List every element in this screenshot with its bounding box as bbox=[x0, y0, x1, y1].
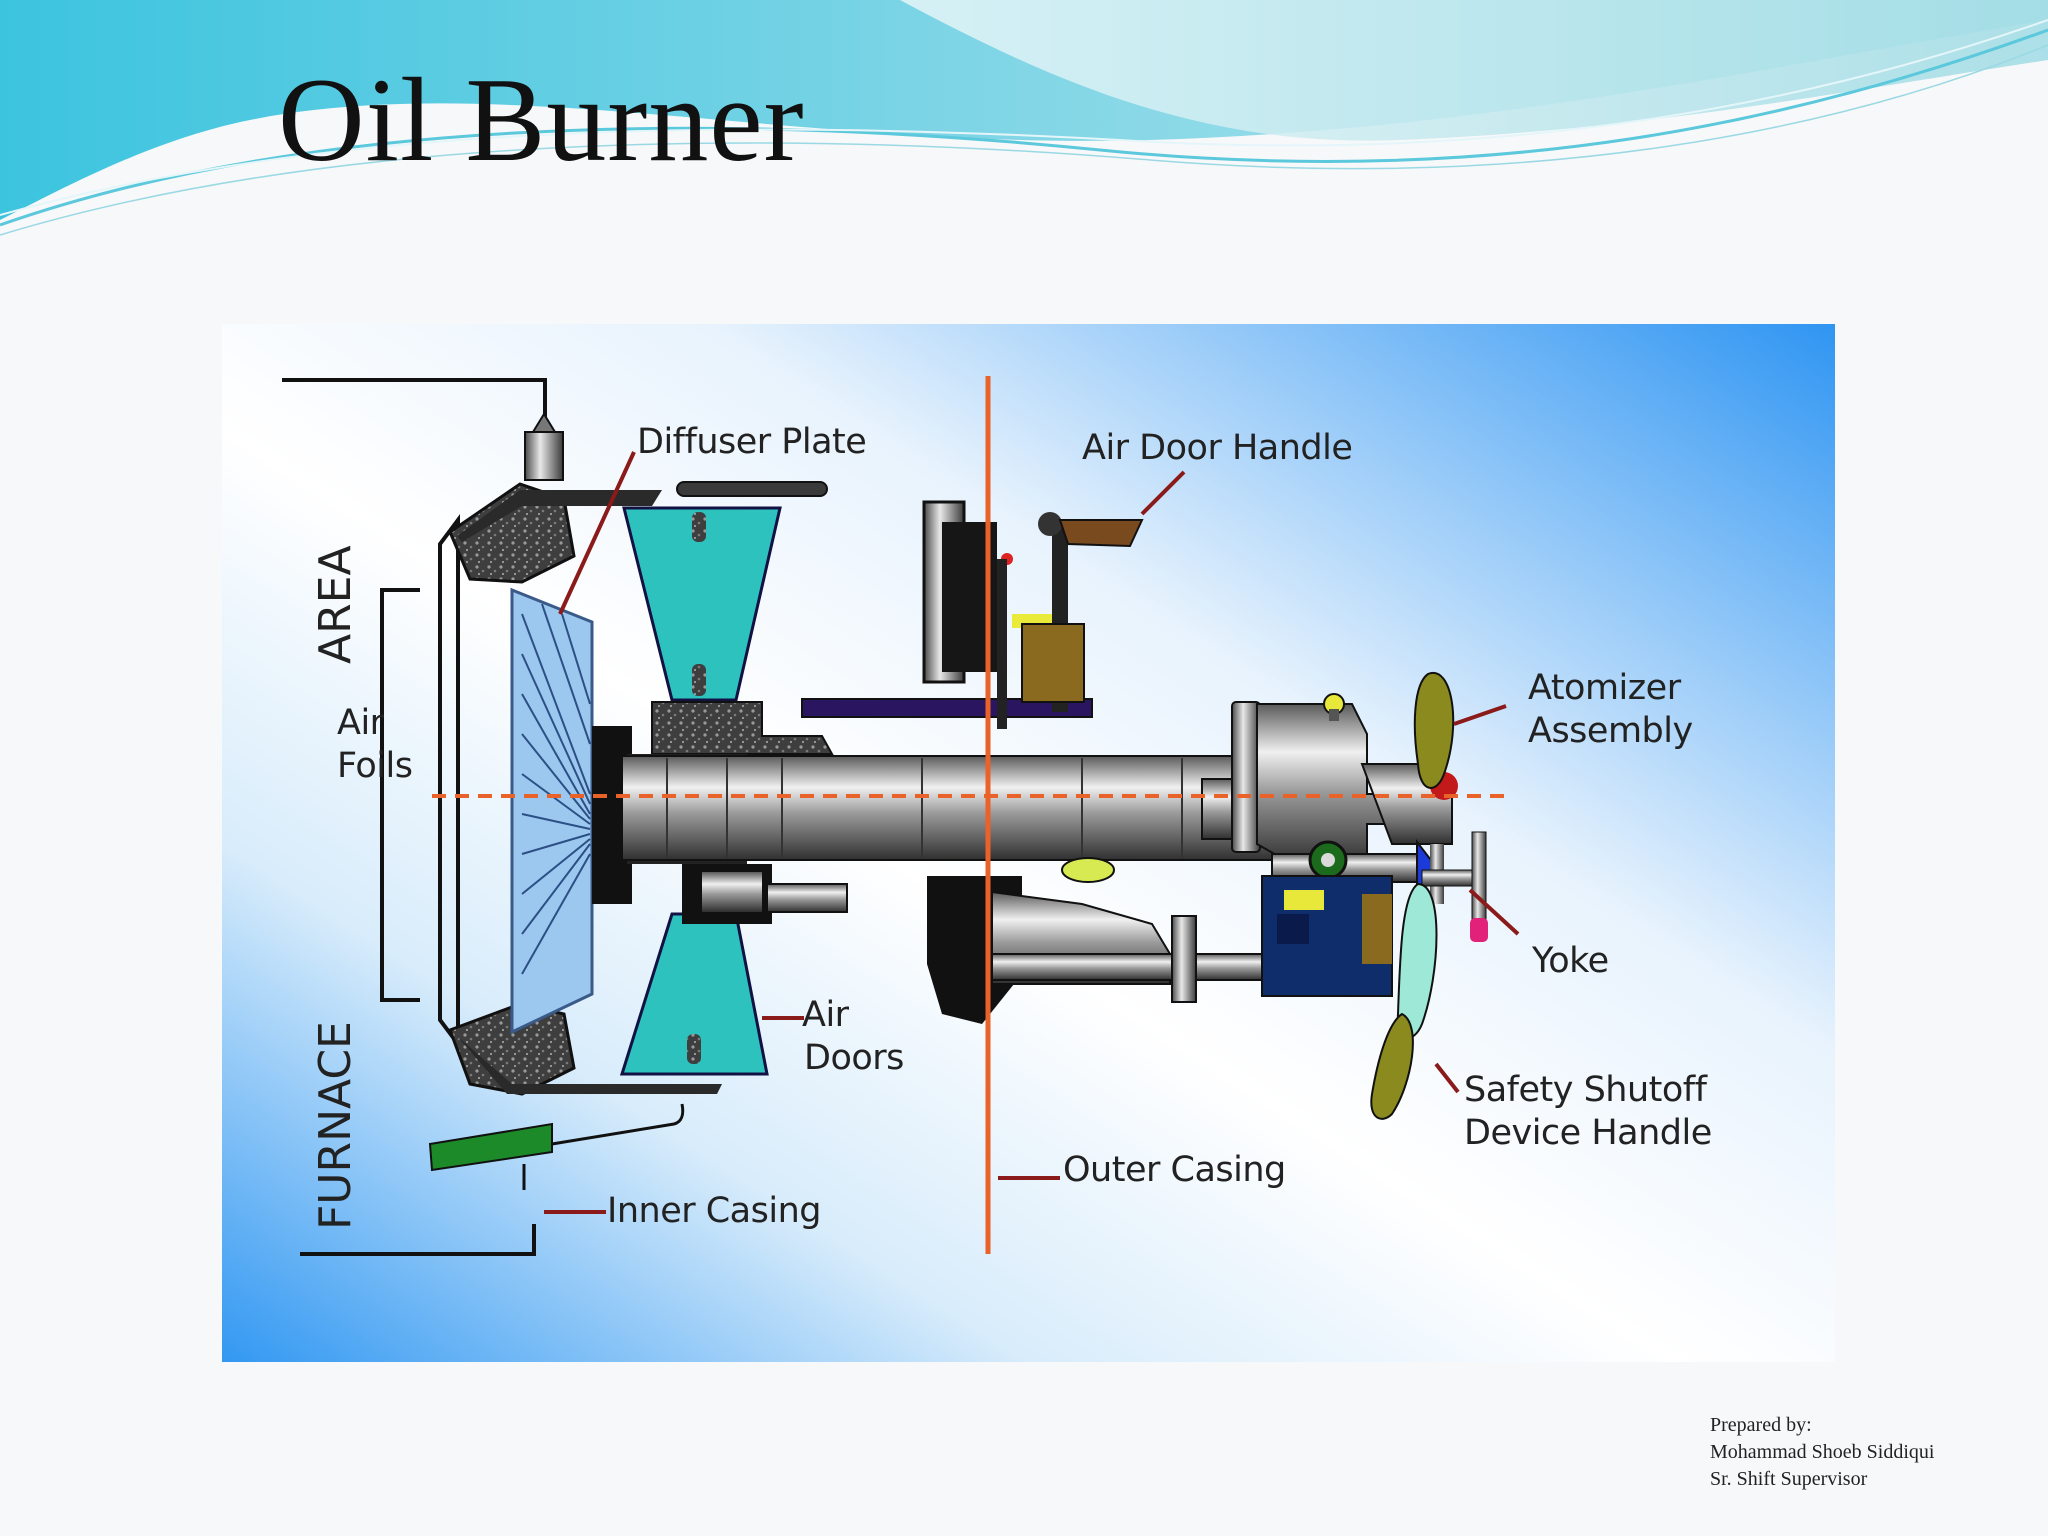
label-air-door-handle: Air Door Handle bbox=[1082, 428, 1353, 468]
diagram-artwork bbox=[222, 324, 1835, 1362]
label-atomizer-assembly: Atomizer Assembly bbox=[1528, 667, 1693, 752]
label-air-foils-line2: Foils bbox=[337, 745, 413, 786]
label-area: AREA bbox=[310, 545, 361, 664]
label-diffuser-plate: Diffuser Plate bbox=[637, 422, 867, 462]
label-air-foils: Air Foils bbox=[337, 702, 413, 787]
label-outer-casing: Outer Casing bbox=[1063, 1150, 1286, 1190]
label-safety-shutoff: Safety Shutoff Device Handle bbox=[1464, 1069, 1712, 1154]
label-furnace: FURNACE bbox=[310, 1021, 361, 1230]
label-air-doors-line2: Doors bbox=[804, 1037, 904, 1078]
header-waves bbox=[0, 0, 2048, 236]
label-air-doors-line1: Air bbox=[802, 995, 849, 1035]
label-yoke: Yoke bbox=[1532, 941, 1609, 981]
credit-line-1: Prepared by: bbox=[1710, 1414, 1812, 1436]
label-safety-line1: Safety Shutoff bbox=[1464, 1070, 1707, 1110]
label-atomizer-line2: Assembly bbox=[1528, 710, 1693, 751]
label-air-doors: Air Doors bbox=[802, 994, 904, 1079]
oil-burner-diagram: Diffuser Plate Air Door Handle Atomizer … bbox=[222, 324, 1835, 1362]
slide-title: Oil Burner bbox=[278, 53, 805, 186]
label-safety-line2: Device Handle bbox=[1464, 1112, 1712, 1153]
label-air-foils-line1: Air bbox=[337, 703, 384, 743]
credit-line-2: Mohammad Shoeb Siddiqui bbox=[1710, 1441, 1935, 1463]
label-inner-casing: Inner Casing bbox=[607, 1191, 821, 1231]
credit-block: Prepared by: Mohammad Shoeb Siddiqui Sr.… bbox=[1710, 1412, 1934, 1493]
credit-line-3: Sr. Shift Supervisor bbox=[1710, 1468, 1868, 1490]
label-atomizer-line1: Atomizer bbox=[1528, 668, 1681, 708]
